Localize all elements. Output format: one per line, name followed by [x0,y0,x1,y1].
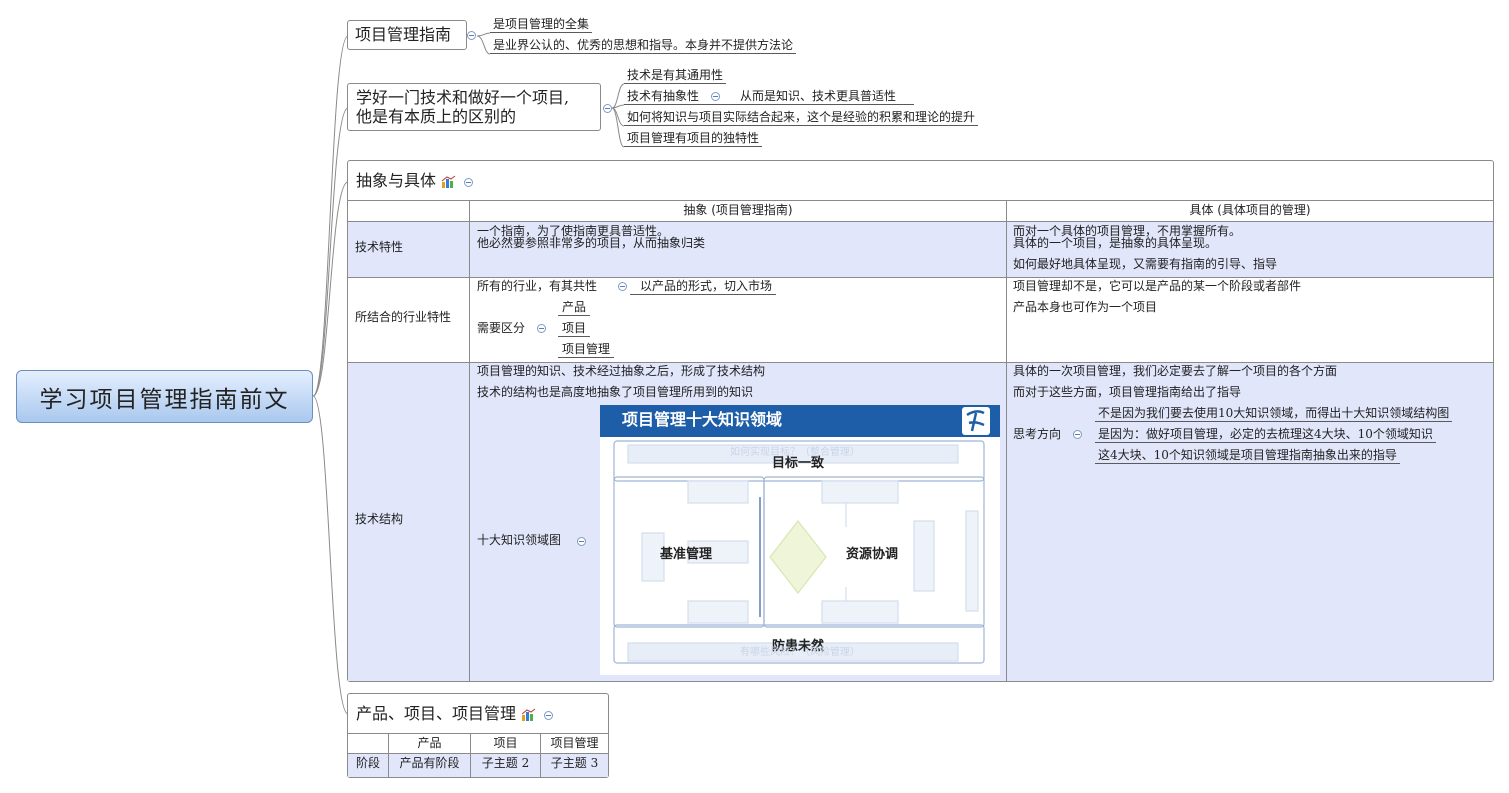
root-title: 学习项目管理指南前文 [39,386,290,413]
grid-line [348,362,1493,363]
guide-item-2[interactable]: 是业界公认的、优秀的思想和指导。本身并不提供方法论 [490,38,797,54]
r3-abs-2: 技术的结构也是高度地抽象了项目管理所用到的知识 [477,385,754,399]
bar-chart-icon [441,175,456,188]
r1-con-3: 如何最好地具体呈现，又需要有指南的引导、指导 [1013,257,1278,271]
think-dir-3[interactable]: 这4大块、10个知识领域是项目管理指南抽象出来的指导 [1095,448,1400,464]
tech-item-4[interactable]: 项目管理有项目的独特性 [624,131,763,147]
guide-item-1[interactable]: 是项目管理的全集 [490,17,593,33]
grid-line [348,277,1493,278]
grid-line [348,753,608,754]
img-label-goal: 目标一致 [772,456,825,471]
img-label-risk: 防患未然 [772,639,825,654]
r3-con-3[interactable]: 思考方向 [1013,427,1062,441]
img-top-faint: 如何实现目标？（整合管理） [730,447,860,458]
col-header-concrete: 具体 (具体项目的管理) [1189,203,1311,217]
row-label-industry: 所结合的行业特性 [355,310,452,324]
tech-item-2-label: 技术有抽象性 [627,89,700,103]
grid-line [348,200,1493,201]
branch-guide-title: 项目管理指南 [355,25,452,44]
ppm-header-project: 项目 [493,736,518,750]
ppm-header-product: 产品 [417,736,442,750]
r1-abs-1: 一个指南，为了使指南更具普适性。 [477,224,670,238]
bar-chart-icon [521,708,536,721]
grid-line [348,221,1493,222]
think-dir-2[interactable]: 是因为：做好项目管理，必定的去梳理这4大块、10个领域知识 [1095,427,1436,443]
collapse-icon[interactable] [537,324,546,333]
collapse-icon[interactable] [618,282,627,291]
r1-con-1: 而对一个具体的项目管理，不用掌握所有。 [1013,224,1242,238]
collapse-icon[interactable] [710,92,720,101]
branch-guide-topic[interactable]: 项目管理指南 [347,20,467,50]
r3-con-2: 而对于这些方面，项目管理指南给出了指导 [1013,385,1242,399]
ppm-row-label: 阶段 [355,756,380,770]
collapse-icon[interactable] [577,537,586,546]
branch-tech-title-line2: 他是有本质上的区别的 [356,107,517,126]
root-topic[interactable]: 学习项目管理指南前文 [16,370,313,423]
collapse-icon[interactable] [1073,430,1082,439]
tech-item-2[interactable]: 技术有抽象性 从而是知识、技术更具普适性 [624,89,914,105]
img-label-resource: 资源协调 [846,547,899,562]
grid-line [1006,200,1007,681]
r1-con-2: 具体的一个项目，是抽象的具体呈现。 [1013,236,1218,250]
knowledge-diagram [613,440,985,664]
grid-line [540,733,541,777]
knowledge-areas-image[interactable]: 项目管理十大知识领域 如何实现目标？（整合管理） 目标一致 基准管理 资源 [600,405,1000,675]
img-label-baseline: 基准管理 [660,547,713,562]
col-header-abstract: 抽象 (项目管理指南) [683,203,793,217]
r2-con-2: 产品本身也可作为一个项目 [1013,300,1158,314]
row-label-tech-feature: 技术特性 [355,240,404,254]
ppm-title: 产品、项目、项目管理 [356,704,554,724]
r3-abs-1: 项目管理的知识、技术经过抽象之后，形成了技术结构 [477,364,766,378]
tech-item-2-sub: 从而是知识、技术更具普适性 [740,89,897,103]
ppm-title-text: 产品、项目、项目管理 [356,704,517,723]
grid-line [470,733,471,777]
r2-sub-project[interactable]: 项目 [558,321,591,337]
grid-line [469,200,470,681]
img-bottom-faint: 有哪些风险？（风险管理） [740,647,860,658]
row-stripe-1 [348,221,1493,277]
ppm-row-stripe [348,753,608,777]
collapse-icon[interactable] [603,104,612,113]
branch-tech-title-line1: 学好一门技术和做好一个项目, [356,88,570,107]
r2-abs-2[interactable]: 需要区分 [477,321,526,335]
branch-tech-vs-project-topic[interactable]: 学好一门技术和做好一个项目, 他是有本质上的区别的 [347,83,601,131]
r2-abs-1[interactable]: 所有的行业，有其共性 [477,279,598,293]
tech-item-3[interactable]: 如何将知识与项目实际结合起来，这个是经验的积累和理论的提升 [624,110,979,126]
grid-line [348,733,608,734]
matrix-title: 抽象与具体 [356,171,474,191]
r2-sub-pm[interactable]: 项目管理 [558,342,615,358]
think-dir-1[interactable]: 不是因为我们要去使用10大知识领域，而得出十大知识领域结构图 [1095,406,1453,422]
r3-con-1: 具体的一次项目管理，我们必定要去了解一个项目的各个方面 [1013,364,1338,378]
r1-abs-2: 他必然要参照非常多的项目，从而抽象归类 [477,236,706,250]
ppm-cell-pm: 子主题 3 [550,756,599,770]
r2-con-1: 项目管理却不是，它可以是产品的某一个阶段或者部件 [1013,279,1302,293]
row-label-tech-structure: 技术结构 [355,512,404,526]
image-title: 项目管理十大知识领域 [622,410,783,429]
ppm-header-pm: 项目管理 [550,736,599,750]
collapse-icon[interactable] [464,178,474,187]
r2-sub-product[interactable]: 产品 [558,300,591,316]
grid-line [388,733,389,777]
tech-item-1[interactable]: 技术是有其通用性 [624,68,727,84]
r3-abs-3[interactable]: 十大知识领域图 [477,533,562,547]
image-banner: 项目管理十大知识领域 [600,405,1000,437]
collapse-icon[interactable] [544,711,554,720]
collapse-icon[interactable] [467,31,476,40]
r2-abs-1-sub[interactable]: 以产品的形式，切入市场 [630,279,777,295]
logo-icon [962,407,990,435]
matrix-title-text: 抽象与具体 [356,171,437,190]
ppm-cell-product: 产品有阶段 [399,756,460,770]
ppm-cell-project: 子主题 2 [481,756,530,770]
